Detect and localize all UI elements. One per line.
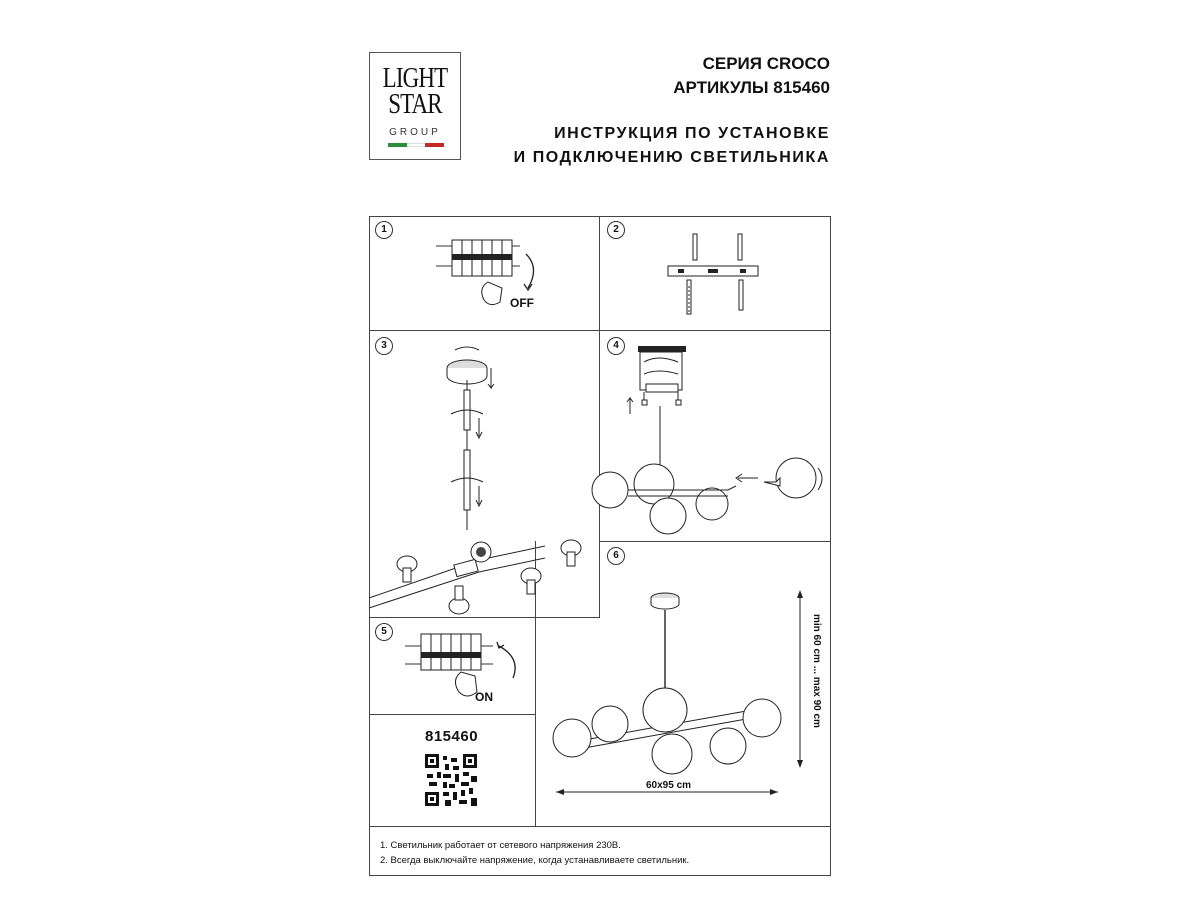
off-label: OFF — [510, 296, 534, 310]
brand-logo: LIGHT STAR GROUP — [369, 52, 461, 160]
note-1: 1. Светильник работает от сетевого напря… — [380, 840, 621, 851]
product-code: 815460 — [425, 728, 479, 745]
qr-code — [425, 754, 477, 806]
breaker-off-illustration — [436, 239, 535, 306]
divider — [535, 617, 536, 827]
logo-text-line3: GROUP — [389, 127, 441, 138]
article-number: АРТИКУЛЫ 815460 — [673, 78, 830, 97]
series-block: СЕРИЯ CROCO АРТИКУЛЫ 815460 — [673, 52, 830, 100]
step-number-3: 3 — [375, 337, 393, 355]
title-line-2: И ПОДКЛЮЧЕНИЮ СВЕТИЛЬНИКА — [513, 149, 830, 166]
series-name: СЕРИЯ CROCO — [702, 54, 830, 73]
divider — [599, 216, 600, 331]
notes-block: 1. Светильник работает от сетевого напря… — [380, 838, 689, 868]
divider — [369, 617, 599, 618]
wiring-globes-illustration — [591, 346, 823, 535]
instruction-frame — [369, 216, 831, 876]
divider — [599, 330, 600, 618]
assembly-exploded-illustration — [368, 346, 582, 615]
height-dimension: min 60 cm ... max 90 cm — [811, 614, 822, 728]
step-number-6: 6 — [607, 547, 625, 565]
document-title: ИНСТРУКЦИЯ ПО УСТАНОВКЕ И ПОДКЛЮЧЕНИЮ СВ… — [514, 122, 830, 170]
final-assembly-illustration — [552, 592, 782, 795]
title-line-1: ИНСТРУКЦИЯ ПО УСТАНОВКЕ — [554, 125, 830, 142]
step-number-1: 1 — [375, 221, 393, 239]
divider — [369, 330, 831, 331]
italian-flag-stripe — [388, 143, 445, 147]
logo-text-line1: LIGHT — [382, 63, 449, 94]
divider — [369, 826, 831, 827]
mounting-bracket-illustration — [667, 233, 759, 315]
breaker-on-illustration — [405, 633, 516, 697]
logo-text-line2: STAR — [388, 89, 442, 120]
width-dimension: 60x95 cm — [646, 780, 692, 791]
step-number-2: 2 — [607, 221, 625, 239]
note-2: 2. Всегда выключайте напряжение, когда у… — [380, 855, 690, 866]
divider — [599, 541, 831, 542]
height-dimension-line — [797, 590, 803, 768]
step-number-4: 4 — [607, 337, 625, 355]
on-label: ON — [475, 690, 493, 704]
divider — [369, 714, 535, 715]
step-number-5: 5 — [375, 623, 393, 641]
